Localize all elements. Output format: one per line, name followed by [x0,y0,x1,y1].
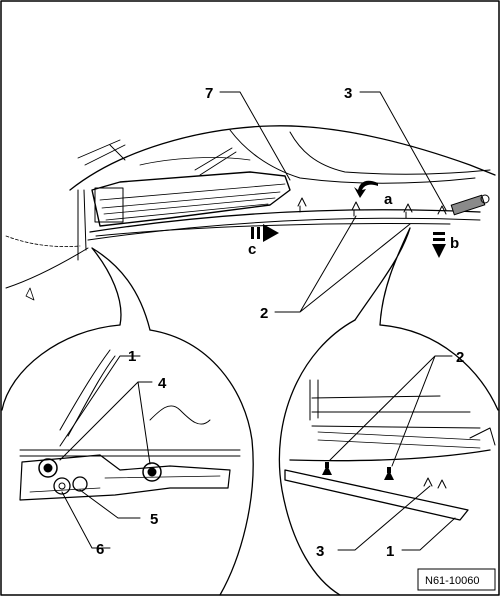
detail-left [1,247,254,596]
leader-3-detail [337,485,431,551]
detail-left-cone [91,247,151,331]
detail-post [309,379,319,421]
dash-line [139,157,251,166]
cowl-end-cap [94,187,124,223]
nut-left [38,458,58,478]
callout-5: 5 [150,511,158,528]
clip-detail-2 [384,467,394,480]
detail-right [278,227,499,596]
detail-panel-ribs [317,431,481,449]
arrow-b-icon [432,232,446,258]
clip-2 [351,201,361,217]
callout-1-left: 1 [128,348,136,365]
wiper-arm-left [77,139,126,166]
seal-strip-lip [95,223,451,237]
clamp [72,476,88,492]
bracket-bolt [480,194,490,204]
detail-left-circle [1,324,254,596]
callout-4: 4 [158,375,167,392]
detail-panel-lines [311,395,481,429]
callout-b: b [450,235,459,252]
leader-4 [59,381,153,465]
hidden-edge [5,235,81,247]
arrow-c-icon [251,224,279,242]
callout-3-detail: 3 [316,543,324,560]
leader-6 [61,491,111,549]
a-pillar [77,189,87,261]
detail-bracket [19,454,231,501]
callout-7: 7 [205,85,213,102]
detail-rail [19,449,241,457]
windshield-outline [69,125,496,191]
nut-middle [142,462,162,482]
callout-c: c [248,241,256,258]
callout-2-detail: 2 [456,349,464,366]
detail-strut [59,349,116,437]
clip-detail-3 [423,477,447,489]
detail-corner [469,427,496,446]
callout-2-main: 2 [260,305,268,322]
clip-3 [403,203,413,219]
roof-edge-inner [289,131,491,175]
grommet [53,477,71,495]
detail-right-circle [278,319,499,596]
clip-1 [297,197,307,213]
leader-2-main [274,215,411,313]
reference-box [417,568,496,591]
callout-1-detail: 1 [386,543,394,560]
cowl-panel [91,171,291,227]
arrow-a-icon [354,180,378,198]
cowl-ribs [99,183,286,221]
detail-seal-strip [284,469,469,521]
clip-4 [437,205,447,215]
roof-edge [229,129,476,184]
detail-hinge-sketch [149,405,211,425]
fender-arrow [25,287,35,301]
detail-seal-top [289,449,491,462]
bracket-part [450,194,486,216]
detail-bracket-lines [29,475,221,493]
callout-6: 6 [96,541,104,558]
wiper-arm-right [194,147,237,176]
callout-3-top: 3 [344,85,352,102]
seal-strip-inner [87,217,481,241]
figure-reference: N61-10060 [425,575,479,587]
clip-detail-1 [322,462,332,475]
leader-2-detail [329,355,453,467]
seal-strip-outer [89,209,481,233]
main-view [5,91,496,313]
leader-1-detail [401,517,456,551]
callout-a: a [384,191,393,208]
leader-7 [219,91,291,181]
leader-5 [79,489,141,519]
leader-1-left [59,355,141,447]
fender-line [5,247,89,289]
detail-right-cone [354,227,411,326]
leader-3-top [359,91,447,211]
